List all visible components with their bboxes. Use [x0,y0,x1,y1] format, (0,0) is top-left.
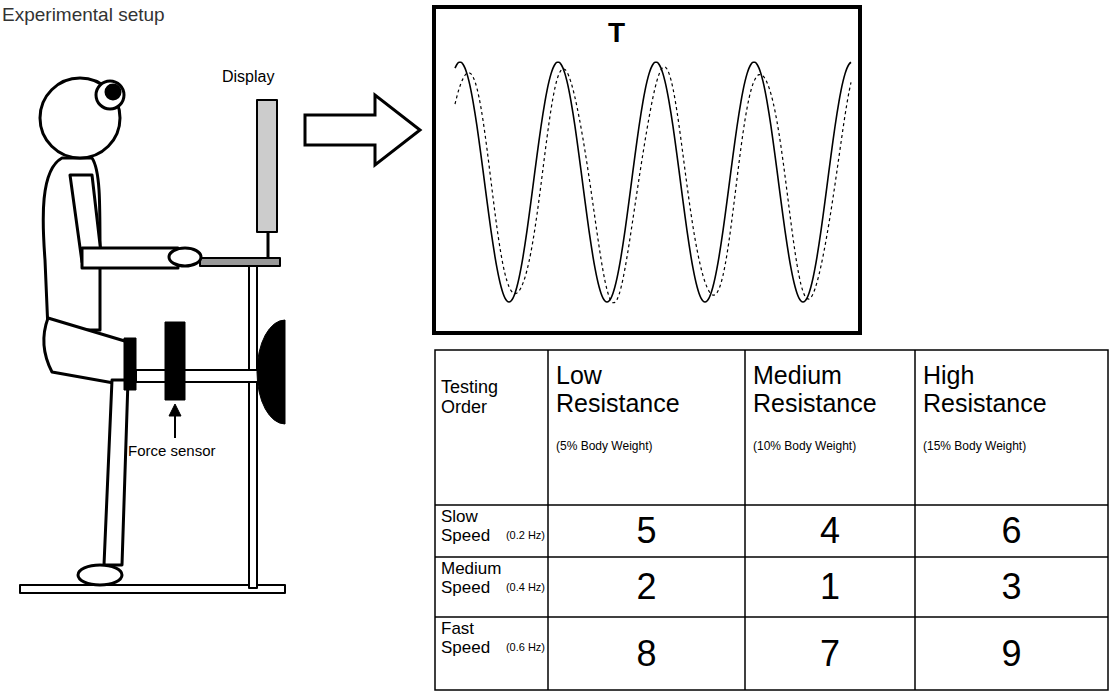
figure-title: Experimental setup [2,4,165,26]
table-border [435,350,1108,690]
table-cell: 2 [548,557,745,617]
table-row-header: Medium Speed [441,560,503,597]
table-header-note: (15% Body Weight) [923,440,1026,453]
table-cell: 8 [636,634,656,674]
leader-arrow [174,414,176,438]
display-stand [267,232,270,258]
pupil [106,85,120,99]
table-header-cell: Medium Resistance [753,362,903,432]
table-cell: 4 [820,511,840,551]
table-cell: 4 [745,505,915,557]
force-sensor-block [165,322,185,400]
table-row-note: (0.2 Hz) [493,529,545,549]
pivot-disc [257,320,285,424]
table-line [435,616,1108,618]
lever-rod [136,370,266,382]
table-cell: 7 [745,617,915,690]
table-header-cell: Low Resistance [556,362,701,417]
waveforms [455,62,851,303]
table-cell: 9 [1001,634,1021,674]
table-cell: 1 [820,567,840,607]
subject-figure [20,78,285,593]
table-cell: 3 [1001,567,1021,607]
table-row-header: Fast Speed [441,620,503,657]
table-cell: 6 [915,505,1108,557]
table-cell: 5 [548,505,745,557]
table-header-note: (10% Body Weight) [753,440,856,453]
table-line [547,350,549,690]
table-row-header: Slow Speed [441,508,511,556]
shin [104,380,128,565]
table-plate [200,258,280,266]
display-label: Display [222,68,274,86]
target-wave [455,62,851,302]
waveform-display: T [432,5,862,335]
table-header-cell: High Resistance [923,362,1073,432]
frame-post [249,266,257,588]
table-cell: 1 [745,557,915,617]
table-cell: 8 [548,617,745,690]
floor-base [20,585,285,593]
table-header-cell: Testing Order [441,378,545,438]
table-row-note: (0.4 Hz) [493,581,545,601]
knee-pad [124,338,136,390]
table-row-note: (0.6 Hz) [506,641,545,653]
table-header-cell: Testing Order [441,378,545,418]
table-cell: 3 [915,557,1108,617]
hollow-arrow [305,95,420,165]
table-header-note: (5% Body Weight) [556,440,741,460]
table-line [435,504,1108,506]
table-cell: 9 [915,617,1108,690]
table-row-header: Slow Speed [441,508,503,545]
table-cell: 6 [1001,511,1021,551]
force-wave [455,67,851,303]
table-row-note: (0.6 Hz) [493,641,545,661]
table-header-cell: Low Resistance [556,362,706,432]
table-row-header: Fast Speed [441,620,511,689]
table-cell: 2 [636,567,656,607]
display-label: Display [222,68,308,90]
head [40,78,120,158]
sensor-label: Force sensor [128,443,244,465]
period-label: T [608,17,625,49]
table-header-note: (15% Body Weight) [923,440,1104,460]
table-header-cell: Medium Resistance [753,362,898,417]
forearm [82,248,178,268]
thigh [44,318,133,385]
table-cell: 5 [636,511,656,551]
table-header-note: (5% Body Weight) [556,440,653,453]
sensor-label: Force sensor [128,443,216,460]
hand [169,248,201,266]
table-header-note: (10% Body Weight) [753,440,911,460]
table-line [435,556,1108,558]
table-header-cell: High Resistance [923,362,1068,417]
foot [78,565,122,585]
table-row-note: (0.4 Hz) [506,581,545,593]
leader-arrowhead [169,404,181,416]
display-screen [257,100,277,232]
table-cell: 7 [820,634,840,674]
eye [96,81,124,109]
table-row-header: Medium Speed [441,560,511,616]
table-grid [435,350,1108,690]
table-line [914,350,916,690]
table-row-note: (0.2 Hz) [506,529,545,541]
table-line [744,350,746,690]
